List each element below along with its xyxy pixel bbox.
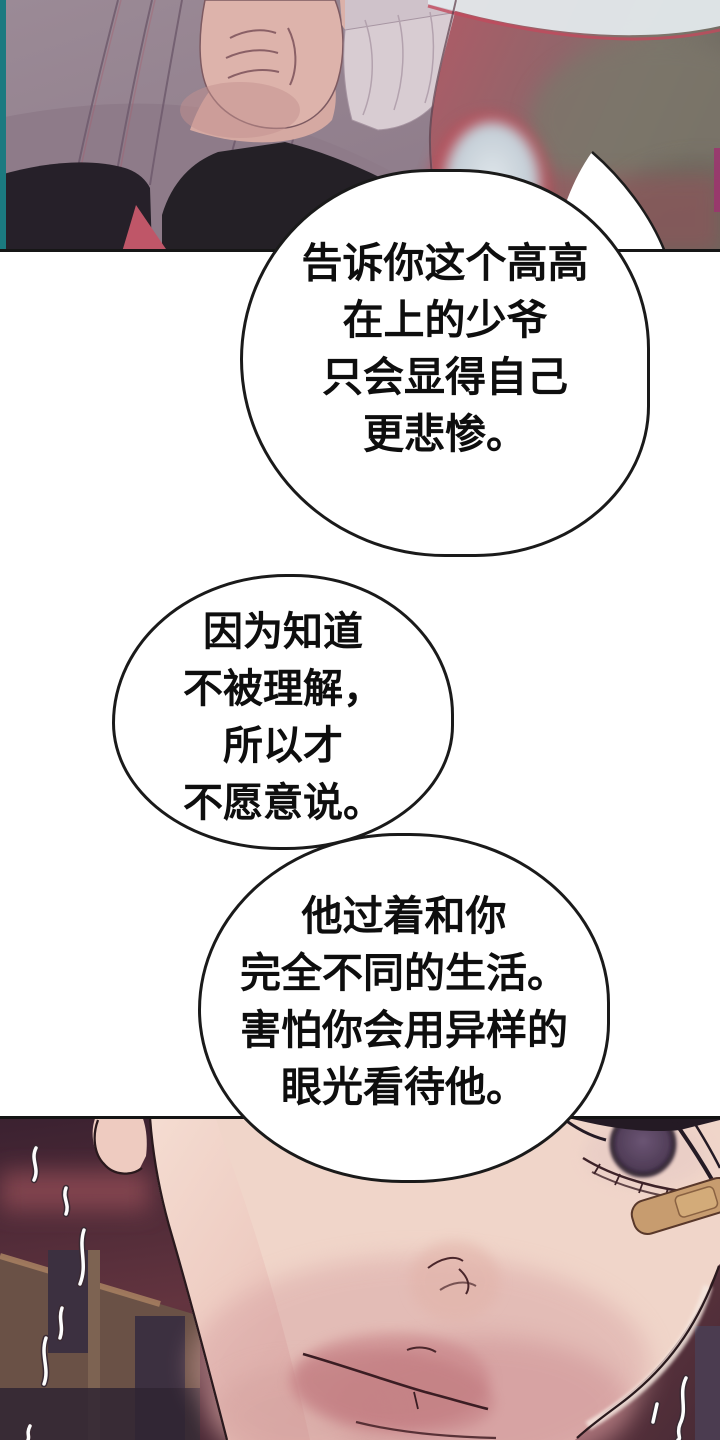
lower-lip-line: [355, 1420, 497, 1440]
speech-bubble-2: 因为知道 不被理解， 所以才 不愿意说。: [112, 574, 454, 850]
bandage-pad: [674, 1186, 719, 1218]
panel-bottom-scene: [0, 1110, 720, 1440]
nose-lines: [427, 1256, 477, 1295]
building-silhouette: [0, 1250, 200, 1440]
glass-rim-highlight: [428, 0, 720, 36]
face-closeup: [92, 1110, 720, 1440]
sky-glow: [0, 1171, 150, 1211]
speech-bubble-2-text: 因为知道 不被理解， 所以才 不愿意说。: [183, 604, 383, 832]
ear: [92, 1116, 147, 1173]
neck-contour: [148, 1117, 229, 1440]
speech-line: 所以才: [223, 723, 343, 769]
teal-edge-stripe: [0, 0, 6, 252]
tremble-marks-left: [24, 1144, 88, 1440]
chin-contour: [576, 1265, 720, 1439]
mouth: [295, 1346, 497, 1440]
chromatic-edge-strip: [714, 148, 720, 212]
speech-line: 更悲惨。: [363, 410, 527, 458]
face-contours: [148, 1117, 720, 1440]
speech-line: 眼光看待他。: [281, 1063, 527, 1111]
speech-line: 因为知道: [203, 609, 363, 655]
speech-line: 完全不同的生活。: [240, 949, 568, 997]
speech-line: 不愿意说。: [183, 780, 383, 826]
speech-line: 在上的少爷: [342, 296, 548, 344]
speech-bubble-3-text: 他过着和你 完全不同的生活。 害怕你会用异样的 眼光看待他。: [240, 888, 568, 1116]
mouth-line: [302, 1352, 489, 1411]
speech-bubble-3: 他过着和你 完全不同的生活。 害怕你会用异样的 眼光看待他。: [198, 833, 610, 1183]
eye: [559, 1110, 720, 1204]
bandage: [630, 1177, 720, 1235]
speech-line: 害怕你会用异样的: [240, 1006, 568, 1054]
tremble-marks-right: [649, 1374, 690, 1440]
background-pillar: [695, 1326, 720, 1440]
pink-gap: [122, 205, 168, 252]
speech-bubble-1: 告诉你这个高高 在上的少爷 只会显得自己 更悲惨。: [240, 169, 650, 557]
speech-line: 只会显得自己: [322, 353, 568, 401]
finger-lines: [225, 27, 297, 86]
speech-line: 他过着和你: [301, 892, 507, 940]
speech-line: 告诉你这个高高: [301, 239, 589, 287]
nose-blush: [410, 1241, 500, 1321]
speech-bubble-1-text: 告诉你这个高高 在上的少爷 只会显得自己 更悲惨。: [302, 235, 589, 463]
speech-line: 不被理解，: [183, 666, 383, 712]
panel-bottom-artwork: [0, 1110, 720, 1440]
dark-clothing-left: [0, 162, 152, 252]
